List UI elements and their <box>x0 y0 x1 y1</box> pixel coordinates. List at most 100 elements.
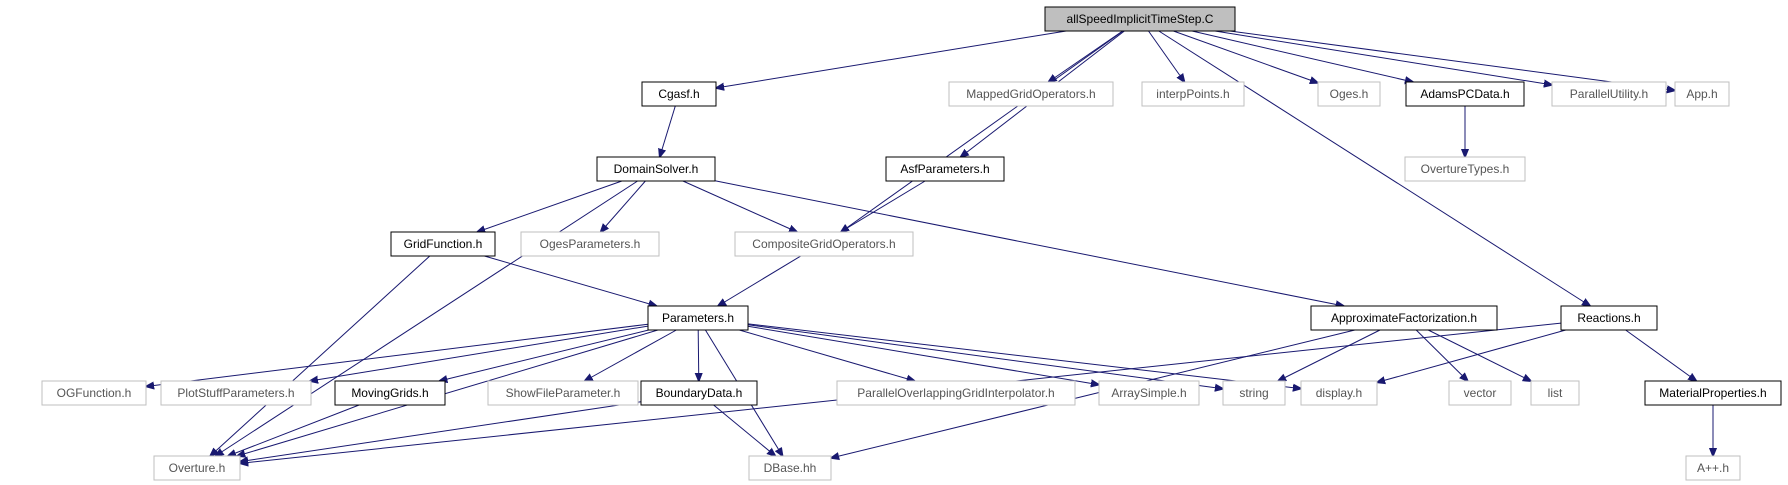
node-putil[interactable]: ParallelUtility.h <box>1551 81 1667 107</box>
node-ogesp[interactable]: OgesParameters.h <box>520 231 660 257</box>
edge-afact-to-string <box>1278 329 1381 381</box>
edge-root-to-adams <box>1191 30 1413 82</box>
edge-params-to-asimple <box>747 325 1099 384</box>
node-matprop[interactable]: MaterialProperties.h <box>1644 380 1782 406</box>
node-putil-box[interactable] <box>1551 81 1667 107</box>
node-display-box[interactable] <box>1300 380 1378 406</box>
node-adams[interactable]: AdamsPCData.h <box>1405 81 1525 107</box>
node-afact-box[interactable] <box>1310 305 1498 331</box>
node-app-label: App.h <box>1686 87 1717 101</box>
node-vector-label: vector <box>1464 386 1497 400</box>
node-bdata-label: BoundaryData.h <box>656 386 743 400</box>
node-string[interactable]: string <box>1222 380 1286 406</box>
node-bdata-box[interactable] <box>640 380 758 406</box>
node-otypes[interactable]: OvertureTypes.h <box>1404 156 1526 182</box>
edge-dsolver-to-afact <box>714 180 1344 306</box>
node-sfp[interactable]: ShowFileParameter.h <box>487 380 639 406</box>
node-overture-box[interactable] <box>153 455 241 481</box>
edge-react-to-matprop <box>1625 329 1697 381</box>
node-asfp-box[interactable] <box>885 156 1005 182</box>
node-afact[interactable]: ApproximateFactorization.h <box>1310 305 1498 331</box>
node-dbase-box[interactable] <box>748 455 832 481</box>
node-ogf-box[interactable] <box>41 380 147 406</box>
edge-params-to-mgrids <box>439 329 649 381</box>
node-params[interactable]: Parameters.h <box>647 305 749 331</box>
node-psp[interactable]: PlotStuffParameters.h <box>160 380 312 406</box>
node-mgo[interactable]: MappedGridOperators.h <box>948 81 1114 107</box>
edge-params-to-pogi <box>739 329 914 381</box>
node-cgo[interactable]: CompositeGridOperators.h <box>734 231 914 257</box>
node-app-box[interactable] <box>1674 81 1730 107</box>
node-dbase[interactable]: DBase.hh <box>748 455 832 481</box>
node-vector[interactable]: vector <box>1448 380 1512 406</box>
node-cgasf[interactable]: Cgasf.h <box>641 81 717 107</box>
node-asimple[interactable]: ArraySimple.h <box>1098 380 1200 406</box>
node-interp[interactable]: interpPoints.h <box>1141 81 1245 107</box>
node-root-box[interactable] <box>1044 6 1236 32</box>
edge-params-to-psp <box>310 325 649 381</box>
node-list-box[interactable] <box>1530 380 1580 406</box>
edge-root-to-react <box>1158 30 1590 306</box>
edge-gridf-to-overture <box>210 255 431 456</box>
edge-params-to-string <box>747 324 1223 389</box>
node-matprop-box[interactable] <box>1644 380 1782 406</box>
node-pogi-box[interactable] <box>836 380 1076 406</box>
node-oges[interactable]: Oges.h <box>1317 81 1381 107</box>
node-dsolver[interactable]: DomainSolver.h <box>596 156 716 182</box>
node-asfp-label: AsfParameters.h <box>900 162 989 176</box>
node-pogi[interactable]: ParallelOverlappingGridInterpolator.h <box>836 380 1076 406</box>
node-ogesp-label: OgesParameters.h <box>540 237 641 251</box>
node-gridf-label: GridFunction.h <box>404 237 483 251</box>
node-dsolver-label: DomainSolver.h <box>614 162 699 176</box>
node-gridf[interactable]: GridFunction.h <box>390 231 496 257</box>
node-mgrids-box[interactable] <box>334 380 446 406</box>
node-root-label: allSpeedImplicitTimeStep.C <box>1067 12 1214 26</box>
edge-root-to-cgasf <box>716 30 1067 88</box>
node-app[interactable]: App.h <box>1674 81 1730 107</box>
node-cgasf-box[interactable] <box>641 81 717 107</box>
node-list[interactable]: list <box>1530 380 1580 406</box>
edge-mgrids-to-overture <box>228 404 360 456</box>
node-asimple-label: ArraySimple.h <box>1111 386 1186 400</box>
node-mgrids-label: MovingGrids.h <box>351 386 428 400</box>
node-sfp-box[interactable] <box>487 380 639 406</box>
edge-react-to-display <box>1377 329 1566 382</box>
node-params-label: Parameters.h <box>662 311 734 325</box>
node-oges-box[interactable] <box>1317 81 1381 107</box>
node-psp-box[interactable] <box>160 380 312 406</box>
node-react-box[interactable] <box>1560 305 1658 331</box>
node-mgo-box[interactable] <box>948 81 1114 107</box>
edge-params-to-overture <box>237 329 659 456</box>
node-root[interactable]: allSpeedImplicitTimeStep.C <box>1044 6 1236 32</box>
node-mgrids[interactable]: MovingGrids.h <box>334 380 446 406</box>
node-react[interactable]: Reactions.h <box>1560 305 1658 331</box>
node-vector-box[interactable] <box>1448 380 1512 406</box>
node-ogesp-box[interactable] <box>520 231 660 257</box>
node-app2[interactable]: A++.h <box>1685 455 1741 481</box>
node-string-box[interactable] <box>1222 380 1286 406</box>
node-display-label: display.h <box>1316 386 1362 400</box>
edge-root-to-oges <box>1173 30 1318 83</box>
node-otypes-box[interactable] <box>1404 156 1526 182</box>
node-string-label: string <box>1239 386 1268 400</box>
node-display[interactable]: display.h <box>1300 380 1378 406</box>
node-interp-box[interactable] <box>1141 81 1245 107</box>
edge-dsolver-to-ogesp <box>601 180 646 232</box>
node-dsolver-box[interactable] <box>596 156 716 182</box>
node-asfp[interactable]: AsfParameters.h <box>885 156 1005 182</box>
node-app2-box[interactable] <box>1685 455 1741 481</box>
node-overture[interactable]: Overture.h <box>153 455 241 481</box>
node-matprop-label: MaterialProperties.h <box>1659 386 1766 400</box>
node-bdata[interactable]: BoundaryData.h <box>640 380 758 406</box>
edge-root-to-interp <box>1148 30 1185 82</box>
node-ogf[interactable]: OGFunction.h <box>41 380 147 406</box>
node-cgo-box[interactable] <box>734 231 914 257</box>
node-mgo-label: MappedGridOperators.h <box>966 87 1095 101</box>
node-asimple-box[interactable] <box>1098 380 1200 406</box>
node-gridf-box[interactable] <box>390 231 496 257</box>
node-params-box[interactable] <box>647 305 749 331</box>
nodes-layer: allSpeedImplicitTimeStep.C Cgasf.h MappedG… <box>41 6 1782 481</box>
node-adams-box[interactable] <box>1405 81 1525 107</box>
edge-cgasf-to-dsolver <box>660 105 676 157</box>
